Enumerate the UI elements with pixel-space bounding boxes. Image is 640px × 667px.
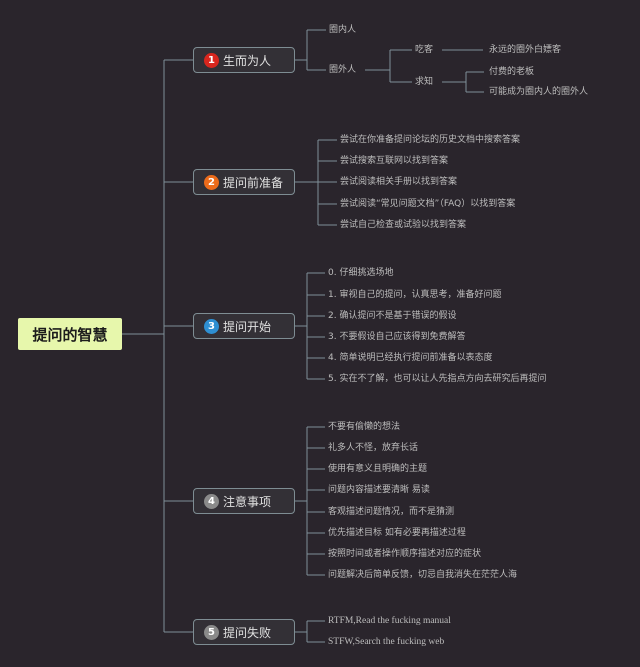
leaf-learner-note-1[interactable]: 付费的老板 xyxy=(489,67,535,77)
leaf-insider[interactable]: 圈内人 xyxy=(329,25,357,35)
root-node[interactable]: 提问的智慧 xyxy=(18,318,122,350)
leaf-fail-2[interactable]: STFW,Search the fucking web xyxy=(328,637,445,647)
branch-1-node[interactable]: 1 生而为人 xyxy=(193,47,295,73)
leaf-start-4[interactable]: 4. 简单说明已经执行提问前准备以表态度 xyxy=(328,353,493,363)
branch-4-label: 注意事项 xyxy=(223,494,272,509)
leaf-note-2[interactable]: 礼多人不怪，放弃长话 xyxy=(328,443,419,453)
leaf-prep-3[interactable]: 尝试阅读相关手册以找到答案 xyxy=(340,177,458,187)
number-2-badge: 2 xyxy=(204,174,219,190)
leaf-note-6[interactable]: 优先描述目标 如有必要再描述过程 xyxy=(328,528,466,538)
leaf-prep-5[interactable]: 尝试自己检查或试验以找到答案 xyxy=(340,220,467,230)
number-4-badge: 4 xyxy=(204,493,219,509)
leaf-fail-1[interactable]: RTFM,Read the fucking manual xyxy=(328,616,451,626)
leaf-freeloader-note[interactable]: 永远的圈外白嫖客 xyxy=(489,45,562,55)
branch-3-label: 提问开始 xyxy=(223,319,272,334)
branch-5-label: 提问失败 xyxy=(223,625,272,640)
leaf-start-1[interactable]: 1. 审视自己的提问，认真思考，准备好问题 xyxy=(328,290,502,300)
branch-2-node[interactable]: 2 提问前准备 xyxy=(193,169,295,195)
leaf-outsider[interactable]: 圈外人 xyxy=(329,65,357,75)
leaf-start-2[interactable]: 2. 确认提问不是基于错误的假设 xyxy=(328,311,457,321)
number-1-badge: 1 xyxy=(204,52,219,68)
leaf-learner[interactable]: 求知 xyxy=(415,77,434,87)
leaf-note-5[interactable]: 客观描述问题情况，而不是猜测 xyxy=(328,507,455,517)
number-3-badge: 3 xyxy=(204,318,219,334)
leaf-start-0[interactable]: 0. 仔细挑选场地 xyxy=(328,268,394,278)
leaf-note-8[interactable]: 问题解决后简单反馈，切忌自我消失在茫茫人海 xyxy=(328,570,518,580)
leaf-note-4[interactable]: 问题内容描述要清晰 易读 xyxy=(328,485,430,495)
branch-2-label: 提问前准备 xyxy=(223,175,284,190)
leaf-note-1[interactable]: 不要有偷懒的想法 xyxy=(328,422,401,432)
leaf-note-3[interactable]: 使用有意义且明确的主题 xyxy=(328,464,428,474)
leaf-prep-4[interactable]: 尝试阅读“常见问题文档”（FAQ）以找到答案 xyxy=(340,199,516,209)
branch-5-node[interactable]: 5 提问失败 xyxy=(193,619,295,645)
number-5-badge: 5 xyxy=(204,624,219,640)
leaf-note-7[interactable]: 按照时间或者操作顺序描述对应的症状 xyxy=(328,549,482,559)
leaf-learner-note-2[interactable]: 可能成为圈内人的圈外人 xyxy=(489,87,589,97)
branch-4-node[interactable]: 4 注意事项 xyxy=(193,488,295,514)
leaf-prep-1[interactable]: 尝试在你准备提问论坛的历史文档中搜索答案 xyxy=(340,135,521,145)
leaf-start-3[interactable]: 3. 不要假设自己应该得到免费解答 xyxy=(328,332,466,342)
branch-3-node[interactable]: 3 提问开始 xyxy=(193,313,295,339)
branch-1-label: 生而为人 xyxy=(223,53,272,68)
leaf-freeloader[interactable]: 吃客 xyxy=(415,45,434,55)
leaf-prep-2[interactable]: 尝试搜索互联网以找到答案 xyxy=(340,156,449,166)
leaf-start-5[interactable]: 5. 实在不了解，也可以让人先指点方向去研究后再提问 xyxy=(328,374,547,384)
